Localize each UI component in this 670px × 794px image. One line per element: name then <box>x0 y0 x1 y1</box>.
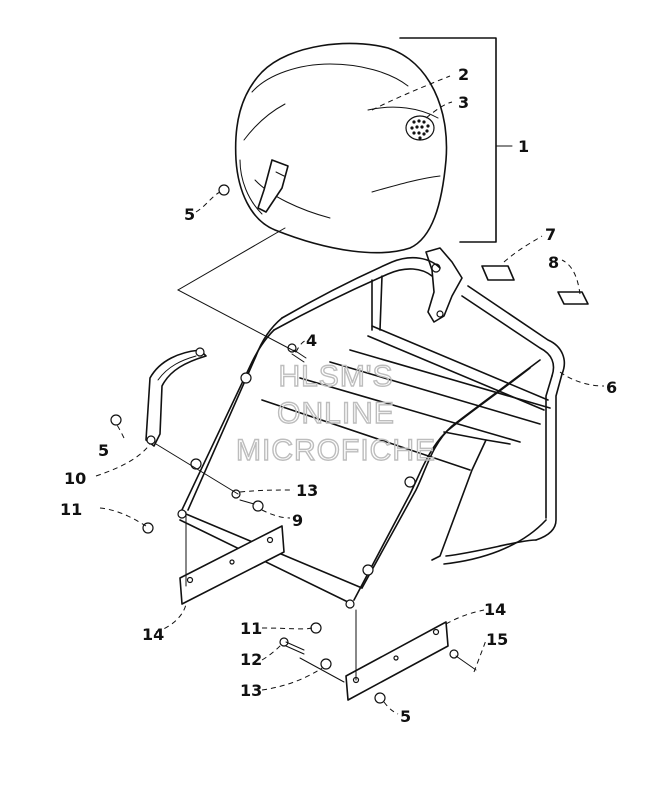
backrest-pad <box>234 42 448 254</box>
nut-11-right <box>310 622 322 634</box>
backrest-right-bracket <box>425 247 463 323</box>
washer-13 <box>320 658 332 670</box>
callout-1: 1 <box>518 137 529 156</box>
callout-14-right: 14 <box>484 600 506 619</box>
callout-11-left: 11 <box>60 500 82 519</box>
callout-13-upper: 13 <box>296 481 318 500</box>
nut-5-bottom <box>374 692 386 704</box>
callout-5-top: 5 <box>184 205 195 224</box>
callout-14-left: 14 <box>142 625 164 644</box>
backrest-left-bracket <box>257 159 289 213</box>
bolt-12 <box>279 637 305 655</box>
callout-10: 10 <box>64 469 86 488</box>
side-bracket <box>145 347 207 447</box>
callout-3: 3 <box>458 93 469 112</box>
nut-5-left <box>110 414 122 426</box>
callout-11-right: 11 <box>240 619 262 638</box>
watermark: HLSM'S ONLINE MICROFICHE <box>235 359 436 467</box>
assembly-bracket <box>399 37 497 243</box>
callout-13-lower: 13 <box>240 681 262 700</box>
nut-11-left <box>142 522 154 534</box>
nut-5-top <box>218 184 230 196</box>
bolt-4 <box>287 343 307 363</box>
decal-8 <box>557 291 589 305</box>
callout-5-bottom: 5 <box>400 707 411 726</box>
callout-15: 15 <box>486 630 508 649</box>
callout-4: 4 <box>306 331 317 350</box>
callout-6: 6 <box>606 378 617 397</box>
watermark-line-1: HLSM'S <box>278 360 393 393</box>
callout-8: 8 <box>548 253 559 272</box>
callout-5-left: 5 <box>98 441 109 460</box>
decal-7 <box>481 265 515 281</box>
callout-7: 7 <box>545 225 556 244</box>
callout-labels: 2 3 1 5 7 8 4 6 5 10 13 11 9 14 14 11 15… <box>60 65 617 726</box>
watermark-line-2: ONLINE <box>277 397 395 430</box>
leader-lines <box>95 75 605 715</box>
mount-plate-right <box>345 621 449 701</box>
callout-12: 12 <box>240 650 262 669</box>
explode-lines <box>155 227 357 683</box>
bolt-9 <box>239 499 264 512</box>
callout-9: 9 <box>292 511 303 530</box>
callout-2: 2 <box>458 65 469 84</box>
mount-plate-left <box>179 525 285 605</box>
emblem-decal <box>405 115 435 141</box>
screw-15 <box>449 649 477 671</box>
watermark-line-3: MICROFICHE <box>236 434 436 467</box>
